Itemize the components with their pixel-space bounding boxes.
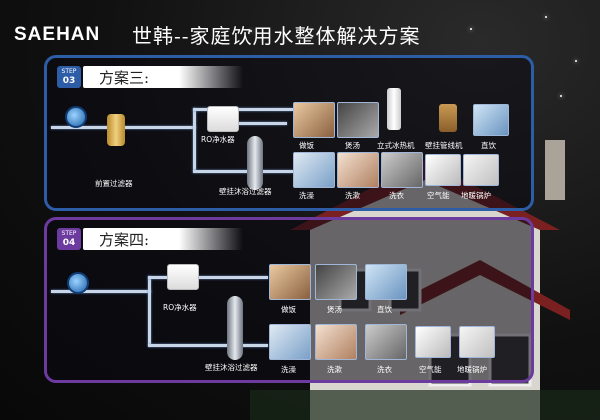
page-title: 世韩--家庭饮用水整体解决方案: [132, 24, 421, 48]
plan4-thumb-bath: [269, 324, 311, 360]
plan4-bottom-label-2: 洗衣: [377, 365, 392, 374]
plan4-ro-label: RO净水器: [163, 303, 197, 312]
plan4-branch-pipe: [148, 276, 151, 346]
plan3-step-number: 03: [62, 76, 76, 86]
standing-water-dispenser-icon: [387, 88, 401, 130]
plan3-bottom-label-4: 地暖锅炉: [461, 191, 491, 200]
plan4-step-badge: STEP 04: [57, 228, 81, 250]
plan4-panel: STEP 04 方案四: RO净水器 壁挂沐浴过滤器 做饭 煲汤 直饮 洗澡 洗…: [44, 217, 534, 383]
ro-purifier-icon: [207, 106, 239, 132]
water-meter-icon: [67, 272, 89, 294]
plan3-top-label-1: 煲汤: [345, 141, 360, 150]
star: [470, 28, 472, 30]
plan4-thumb-washing-face: [315, 324, 357, 360]
plan3-bottom-label-2: 洗衣: [389, 191, 404, 200]
plan3-bottom-label-3: 空气能: [427, 191, 450, 200]
plan4-top-label-2: 直饮: [377, 305, 392, 314]
plan3-top-label-4: 直饮: [481, 141, 496, 150]
plan4-thumb-air-energy: [415, 326, 451, 358]
shower-filter-icon: [247, 136, 263, 190]
star: [560, 95, 562, 97]
plan4-main-pipe: [51, 290, 151, 293]
plan3-step-label: STEP: [61, 68, 77, 75]
plan4-thumb-cooking: [269, 264, 311, 300]
plan3-thumb-soup: [337, 102, 379, 138]
brand-logo: SAEHAN: [14, 24, 101, 45]
plan4-top-label-0: 做饭: [281, 305, 296, 314]
plan4-heading-banner: 方案四:: [83, 228, 243, 250]
plan4-bottom-label-0: 洗澡: [281, 365, 296, 374]
plan3-thumb-drinking: [473, 104, 509, 136]
shower-filter-icon: [227, 296, 243, 360]
plan3-ro-label: RO净水器: [201, 135, 235, 144]
plan4-lower-pipe: [148, 344, 268, 347]
plan4-bottom-label-3: 空气能: [419, 365, 442, 374]
ro-purifier-icon: [167, 264, 199, 290]
plan3-top-output-pipe: [237, 122, 287, 125]
plan3-thumb-floor-boiler: [463, 154, 499, 186]
water-meter-icon: [65, 106, 87, 128]
star: [575, 60, 577, 62]
plan3-lower-pipe: [193, 170, 293, 173]
pre-filter-icon: [107, 114, 125, 146]
plan3-bottom-label-0: 洗澡: [299, 191, 314, 200]
plan3-thumb-cooking: [293, 102, 335, 138]
plan4-thumb-floor-boiler: [459, 326, 495, 358]
plan4-thumb-laundry: [365, 324, 407, 360]
plan3-bottom-label-1: 洗漱: [345, 191, 360, 200]
plan4-shower-filter-label: 壁挂沐浴过滤器: [205, 363, 258, 372]
plan4-step-number: 04: [62, 238, 76, 248]
wall-pipeline-machine-icon: [439, 104, 457, 132]
plan3-heading-banner: 方案三:: [83, 66, 243, 88]
plan3-thumb-washing-face: [337, 152, 379, 188]
plan4-thumb-drinking: [365, 264, 407, 300]
star: [250, 30, 252, 32]
plan4-step-label: STEP: [61, 230, 77, 237]
plan3-thumb-air-energy: [425, 154, 461, 186]
plan3-top-label-0: 做饭: [299, 141, 314, 150]
plan3-top-label-2: 立式冰热机: [377, 141, 415, 150]
plan3-pre-filter-label: 前置过滤器: [95, 179, 133, 188]
plan4-bottom-label-4: 地暖锅炉: [457, 365, 487, 374]
plan3-upper-pipe: [193, 108, 293, 111]
plan3-step-badge: STEP 03: [57, 66, 81, 88]
plan4-upper-pipe: [148, 276, 268, 279]
plan3-thumb-bath: [293, 152, 335, 188]
star: [545, 16, 547, 18]
plan4-bottom-label-1: 洗漱: [327, 365, 342, 374]
plan3-shower-filter-label: 壁挂沐浴过滤器: [219, 187, 272, 196]
plan3-panel: STEP 03 方案三: 前置过滤器 RO净水器 壁挂沐浴过滤器 做饭 煲汤 立…: [44, 55, 534, 211]
plan4-top-label-1: 煲汤: [327, 305, 342, 314]
plan3-heading: 方案三:: [99, 69, 150, 87]
plan3-thumb-laundry: [381, 152, 423, 188]
plan4-thumb-soup: [315, 264, 357, 300]
plan4-heading: 方案四:: [99, 231, 150, 249]
plan3-branch-pipe: [193, 108, 196, 172]
plan3-top-label-3: 壁挂管线机: [425, 141, 463, 150]
